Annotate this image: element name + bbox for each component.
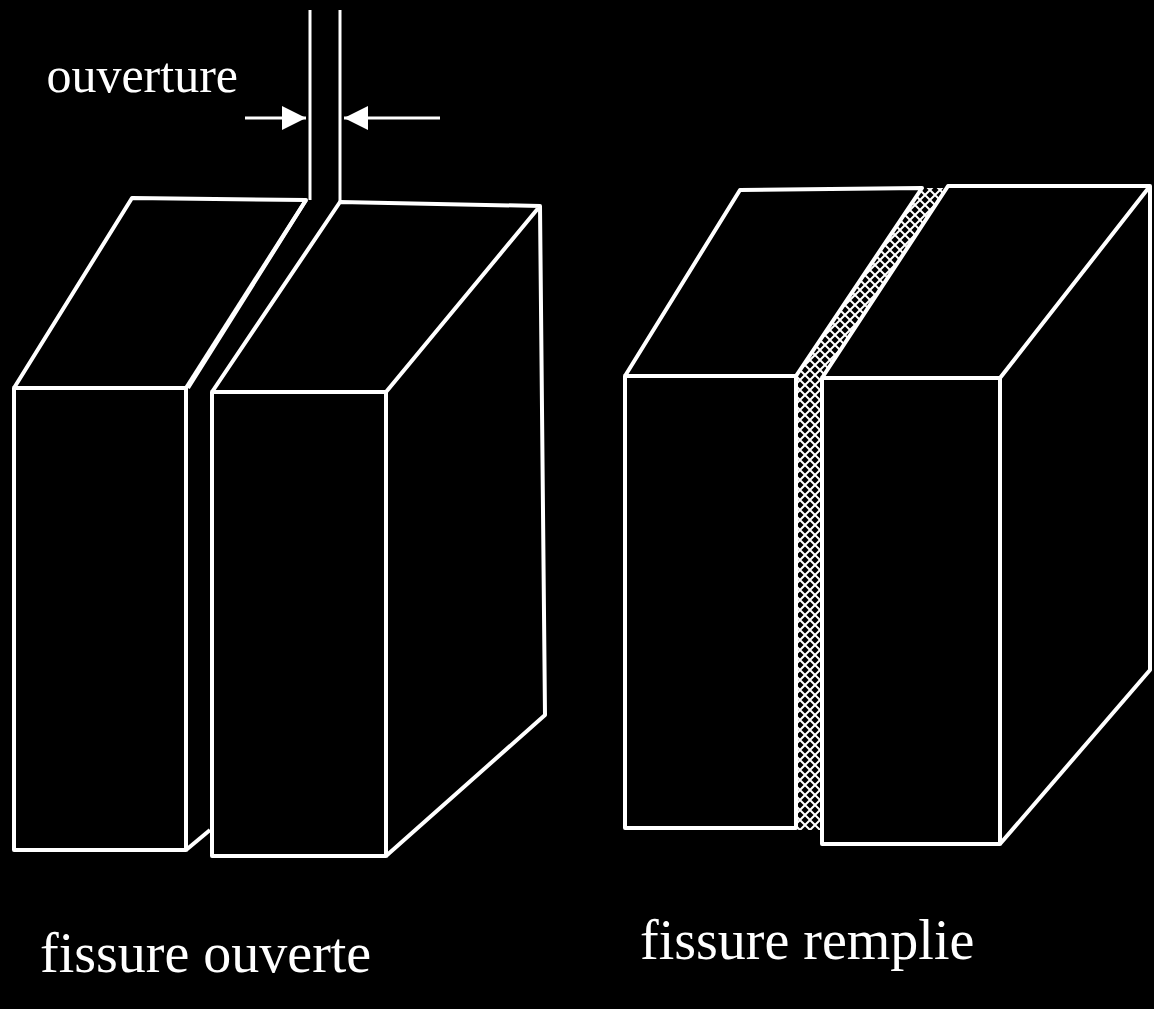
caption-label: fissure remplie <box>640 912 974 968</box>
filled-fissure-blocks <box>625 186 1150 844</box>
dimension-label: ouverture <box>46 50 238 100</box>
aperture-dimension <box>245 10 440 202</box>
caption-label: fissure ouverte <box>40 925 371 981</box>
open-fissure-blocks <box>14 198 545 856</box>
